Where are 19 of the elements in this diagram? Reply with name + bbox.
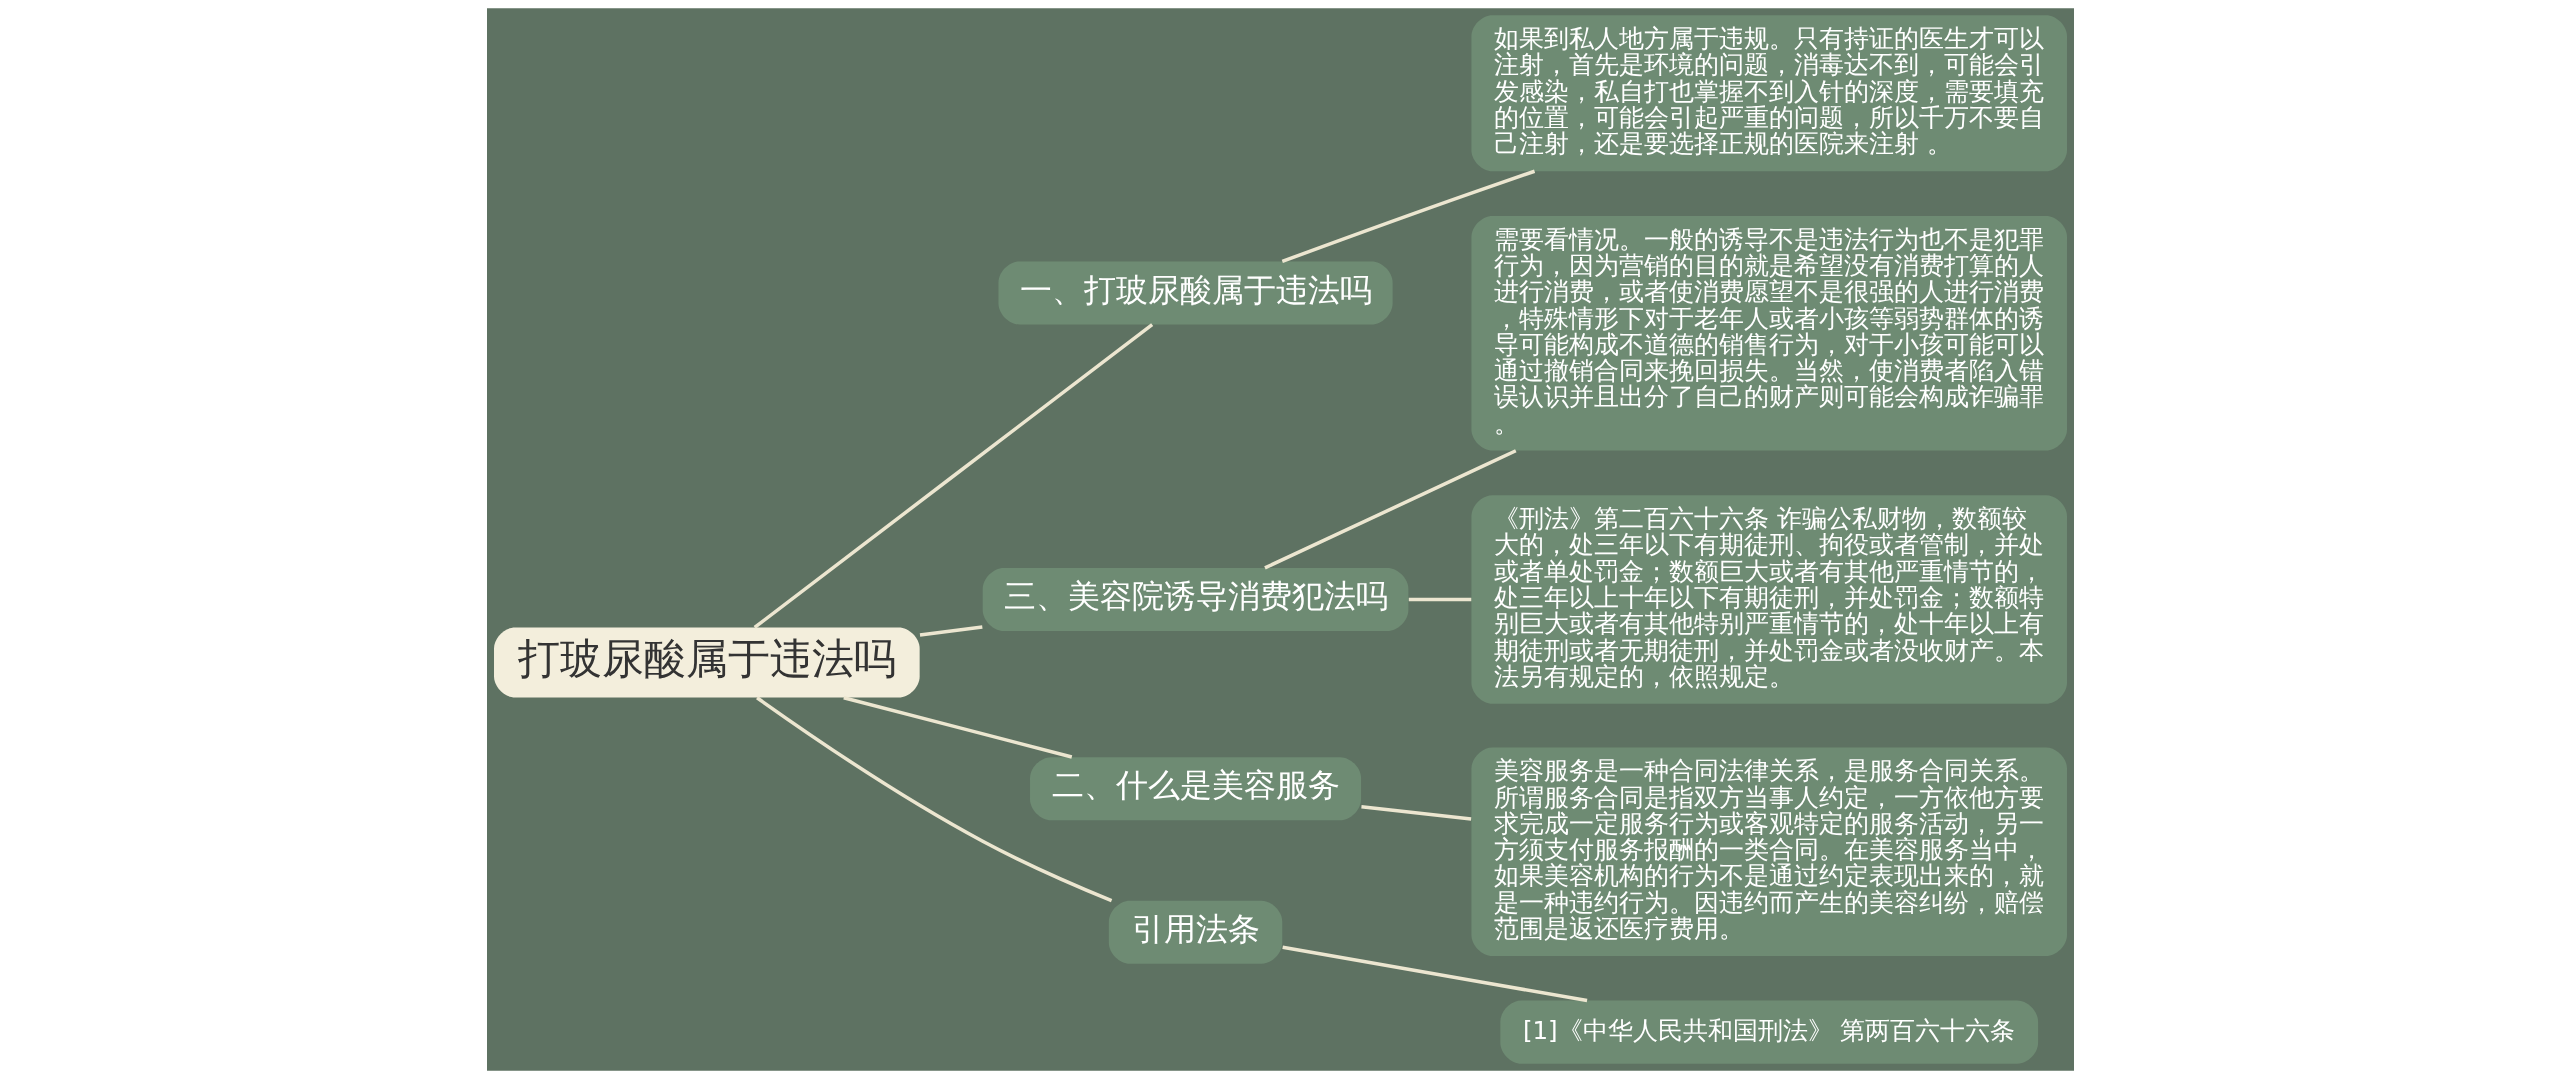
connector [1281, 169, 1535, 264]
connector [755, 696, 1112, 903]
node-box: 需要看情况。一般的诱导不是违法行为也不是犯罪行为，因为营销的目的就是希望没有消费打算的人进行消费，或者使消费愿望不是很强的人进行消费，特殊情形下对于老年人或者小孩等弱势群体的诱导可能构成不道德的销售行为，对于小孩可能可以通过撤销合同来挽回损失。当然，使消费者陷入错误认识并且出分了自己的财产则可能会构成诈骗罪。 [1470, 215, 2067, 451]
connector [842, 696, 1072, 759]
node-box: 一、打玻尿酸属于违法吗 [998, 261, 1393, 325]
node-box: 三、美容院诱导消费犯法吗 [982, 567, 1408, 631]
node-box: 《刑法》第二百六十六条 诈骗公私财物，数额较大的，处三年以下有期徒刑、拘役或者管制，并处或者单处罚金；数额巨大或者有其他严重情节的，处三年以上十年以下有期徒刑，并处罚金；数额特别巨大或者有其他特别严重情节的，处十年以上有期徒刑或者无期徒刑，并处罚金或者没收财产。本法另有规定的，依照规定。 [1470, 495, 2067, 704]
connector [919, 625, 983, 637]
connector [1263, 449, 1517, 570]
connector [1281, 945, 1587, 1003]
node-box: 引用法条 [1108, 900, 1282, 964]
connector [1408, 597, 1471, 602]
connector [1360, 805, 1471, 821]
connector [753, 323, 1153, 629]
node-box: 打玻尿酸属于违法吗 [493, 627, 920, 698]
node-box: 美容服务是一种合同法律关系，是服务合同关系。所谓服务合同是指双方当事人约定，一方依他方要求完成一定服务行为或客观特定的服务活动，另一方须支付服务报酬的一类合同。在美容服务当中，如果美容机构的行为不是通过约定表现出来的，就是一种违约行为。因违约而产生的美容纠纷，赔偿范围是返还医疗费用。 [1470, 747, 2067, 956]
node-box: 如果到私人地方属于违规。只有持证的医生才可以注射，首先是环境的问题，消毒达不到，可能会引发感染，私自打也掌握不到入针的深度，需要填充的位置，可能会引起严重的问题，所以千万不要自己注射，还是要选择正规的医院来注射 。 [1470, 15, 2067, 172]
node-box: 二、什么是美容服务 [1029, 757, 1361, 821]
node-box: [1]《中华人民共和国刑法》 第两百六十六条 [1499, 1000, 2038, 1064]
